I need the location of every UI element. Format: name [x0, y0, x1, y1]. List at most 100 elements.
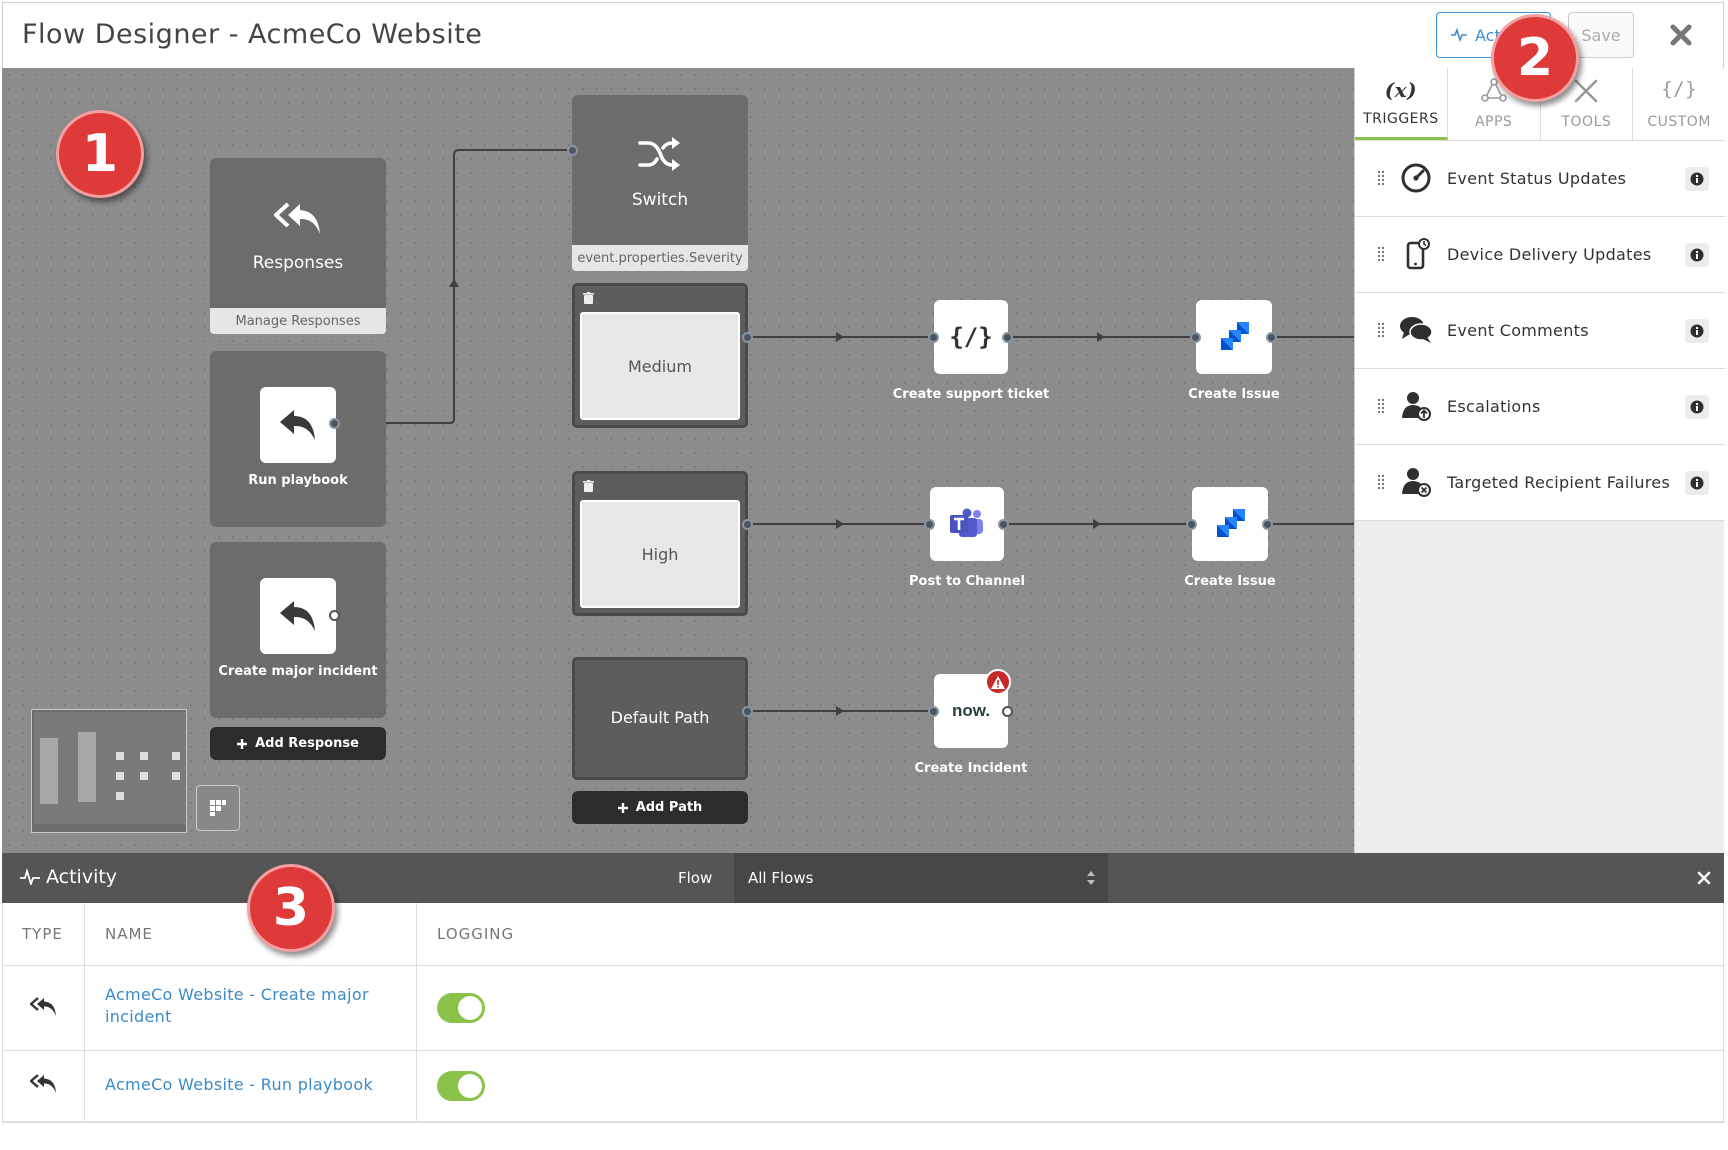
tab-apps[interactable]: APPS [1448, 68, 1541, 140]
tab-label: TRIGGERS [1363, 111, 1439, 127]
flow-canvas[interactable]: Responses Manage Responses Run playbook … [2, 68, 1354, 853]
header: Flow Designer - AcmeCo Website Acti Save [2, 2, 1724, 68]
run-playbook-node[interactable]: Run playbook [210, 351, 386, 527]
drag-handle-icon[interactable] [1377, 170, 1385, 186]
switch-node[interactable]: Switch event.properties.Severity [572, 95, 748, 271]
path-medium[interactable]: Medium [572, 283, 748, 428]
trigger-escalations[interactable]: Escalations [1355, 369, 1725, 445]
output-port[interactable] [742, 706, 753, 717]
responses-title: Responses [252, 253, 344, 273]
minimap-preview [34, 712, 189, 824]
output-port[interactable] [1262, 519, 1273, 530]
input-port[interactable] [924, 519, 935, 530]
path-high[interactable]: High [572, 471, 748, 616]
output-port[interactable] [1266, 332, 1277, 343]
logging-toggle[interactable] [437, 1071, 485, 1101]
response-tile[interactable] [260, 578, 336, 654]
output-port[interactable] [998, 519, 1009, 530]
flow-name-link[interactable]: AcmeCo Website - Run playbook [105, 1075, 374, 1094]
reply-all-icon [30, 1074, 56, 1093]
drag-handle-icon[interactable] [1377, 474, 1385, 490]
responses-node[interactable]: Responses Manage Responses [210, 158, 386, 334]
close-activity-icon[interactable] [1696, 870, 1712, 886]
callout-badge-1: 1 [56, 110, 144, 198]
create-issue-step[interactable] [1192, 487, 1268, 561]
trigger-device-delivery-updates[interactable]: Device Delivery Updates [1355, 217, 1725, 293]
reply-all-icon [30, 997, 56, 1016]
input-port[interactable] [1186, 519, 1197, 530]
close-button[interactable] [1663, 17, 1699, 53]
output-port[interactable] [329, 610, 340, 621]
warning-icon[interactable] [985, 669, 1011, 695]
trigger-label: Targeted Recipient Failures [1447, 473, 1671, 492]
input-port[interactable] [567, 145, 578, 156]
output-port[interactable] [742, 332, 753, 343]
flow-name-link[interactable]: AcmeCo Website - Create major incident [105, 985, 369, 1026]
page-title: Flow Designer - AcmeCo Website [22, 19, 483, 50]
jira-icon [1217, 509, 1245, 537]
create-major-incident-node[interactable]: Create major incident [210, 542, 386, 718]
create-support-ticket-step[interactable]: {/} [934, 300, 1008, 374]
column-header-logging: LOGGING [437, 925, 515, 943]
post-to-channel-step[interactable] [930, 487, 1004, 561]
input-port[interactable] [1190, 332, 1201, 343]
switch-title: Switch [631, 190, 689, 210]
apps-icon [1480, 78, 1507, 102]
output-port[interactable] [1002, 706, 1013, 717]
jira-icon [1221, 322, 1249, 350]
add-path-button[interactable]: Add Path [572, 791, 748, 824]
add-response-button[interactable]: Add Response [210, 727, 386, 760]
create-issue-step[interactable] [1196, 300, 1272, 374]
trigger-targeted-recipient-failures[interactable]: Targeted Recipient Failures [1355, 445, 1725, 521]
info-icon[interactable] [1685, 243, 1709, 267]
plus-icon [617, 802, 628, 813]
path-default[interactable]: Default Path [572, 657, 748, 780]
drag-handle-icon[interactable] [1377, 398, 1385, 414]
logging-toggle[interactable] [437, 993, 485, 1023]
info-icon[interactable] [1685, 319, 1709, 343]
path-label: Default Path [610, 708, 710, 727]
output-port[interactable] [742, 519, 753, 530]
switch-property[interactable]: event.properties.Severity [572, 245, 748, 271]
info-icon[interactable] [1685, 471, 1709, 495]
info-icon[interactable] [1685, 395, 1709, 419]
flow-filter-label: Flow [678, 869, 713, 887]
tab-tools[interactable]: TOOLS [1541, 68, 1634, 140]
callout-badge-3: 3 [247, 864, 335, 952]
input-port[interactable] [928, 706, 939, 717]
info-icon[interactable] [1685, 167, 1709, 191]
close-icon [1670, 24, 1692, 46]
column-divider [416, 903, 417, 1121]
tab-custom[interactable]: {/} CUSTOM [1633, 68, 1725, 140]
column-header-type: TYPE [22, 925, 63, 943]
trigger-label: Event Status Updates [1447, 169, 1627, 188]
user-x-icon [1399, 465, 1433, 499]
trigger-event-status-updates[interactable]: Event Status Updates [1355, 141, 1725, 217]
trigger-label: Event Comments [1447, 321, 1589, 340]
column-header-name: NAME [105, 925, 153, 943]
reply-icon [280, 410, 315, 440]
minimap[interactable] [31, 709, 189, 833]
reply-icon [280, 601, 315, 631]
trigger-event-comments[interactable]: Event Comments [1355, 293, 1725, 369]
post-to-channel-label: Post to Channel [909, 574, 1025, 589]
tab-triggers[interactable]: (x) TRIGGERS [1355, 68, 1448, 140]
create-major-incident-label: Create major incident [218, 664, 378, 679]
trash-icon[interactable] [583, 480, 594, 492]
select-arrows-icon [1087, 871, 1095, 885]
trash-icon[interactable] [583, 292, 594, 304]
path-label: High [580, 500, 740, 608]
trigger-label: Escalations [1447, 397, 1541, 416]
trigger-label: Device Delivery Updates [1447, 245, 1652, 264]
manage-responses-link[interactable]: Manage Responses [210, 308, 386, 334]
row-divider [3, 1121, 1725, 1122]
input-port[interactable] [928, 332, 939, 343]
output-port[interactable] [329, 418, 340, 429]
response-tile[interactable] [260, 387, 336, 463]
output-port[interactable] [1002, 332, 1013, 343]
drag-handle-icon[interactable] [1377, 246, 1385, 262]
drag-handle-icon[interactable] [1377, 322, 1385, 338]
minimap-toggle-button[interactable] [196, 785, 240, 831]
code-icon: {/} [949, 323, 992, 351]
flow-filter-select[interactable]: All Flows [734, 853, 1108, 903]
